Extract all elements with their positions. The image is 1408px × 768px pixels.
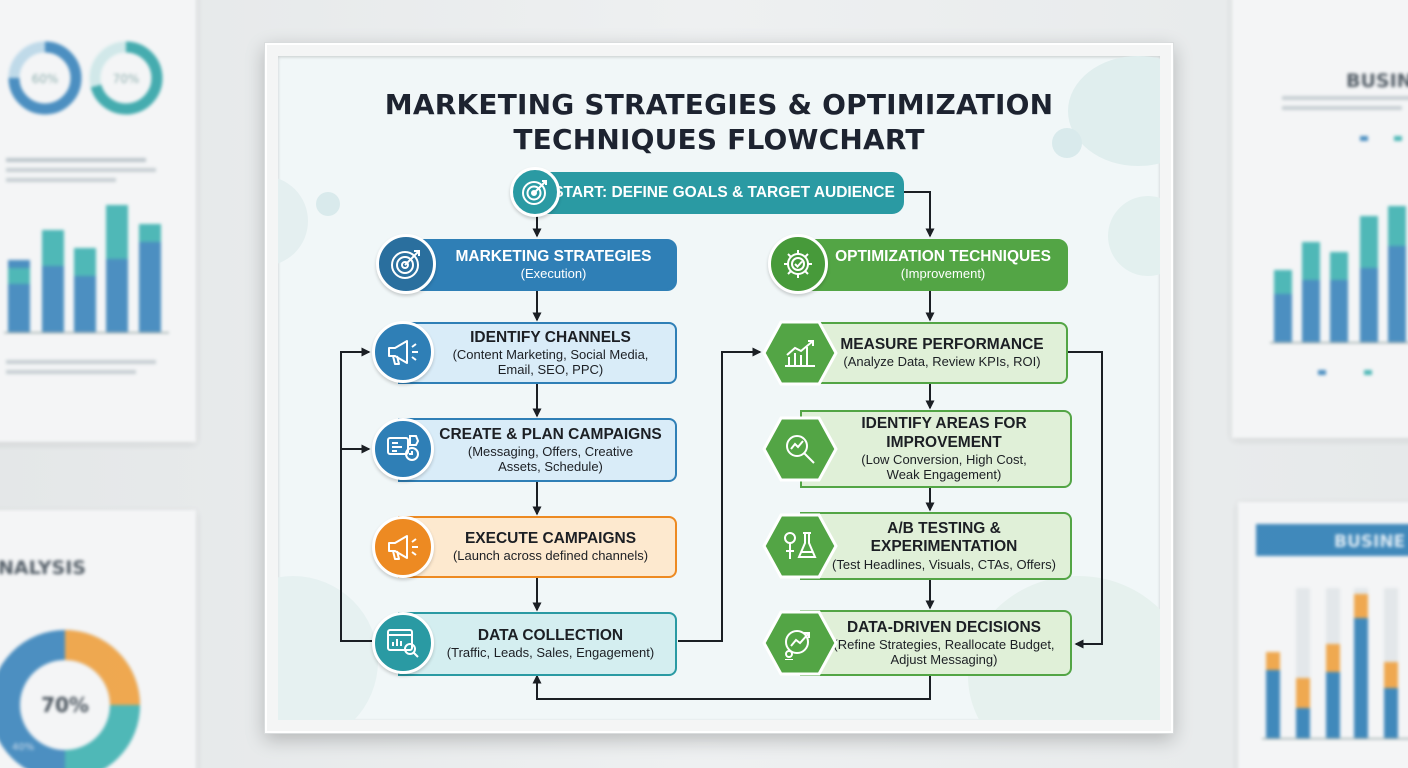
step-detail: (Low Conversion, High Cost,	[818, 452, 1070, 467]
step-detail: (Content Marketing, Social Media,	[426, 347, 675, 362]
step-identify-areas[interactable]: IDENTIFY AREAS FOR IMPROVEMENT (Low Conv…	[800, 410, 1072, 488]
start-label: START: DEFINE GOALS & TARGET AUDIENCE	[536, 184, 902, 202]
step-title: A/B TESTING &	[818, 520, 1070, 538]
step-detail: (Launch across defined channels)	[426, 548, 675, 563]
step-title: DATA-DRIVEN DECISIONS	[818, 619, 1070, 637]
megaphone-icon	[372, 516, 434, 578]
step-title: CREATE & PLAN CAMPAIGNS	[426, 426, 675, 444]
growth-chart-icon	[762, 320, 838, 386]
campaign-plan-icon	[372, 418, 434, 480]
lab-test-icon	[762, 513, 838, 579]
step-detail: (Traffic, Leads, Sales, Engagement)	[426, 645, 675, 660]
magnifier-chart-icon	[762, 416, 838, 482]
decision-icon	[762, 610, 838, 676]
step-execute-campaigns[interactable]: EXECUTE CAMPAIGNS (Launch across defined…	[398, 516, 677, 578]
optimization-techniques-header[interactable]: OPTIMIZATION TECHNIQUES (Improvement)	[796, 239, 1068, 291]
step-title: EXECUTE CAMPAIGNS	[426, 530, 675, 548]
analytics-search-icon	[372, 612, 434, 674]
step-title-line-2: IMPROVEMENT	[818, 434, 1070, 452]
target-icon	[376, 234, 436, 294]
header-subtitle: (Execution)	[432, 266, 675, 281]
step-title: IDENTIFY AREAS FOR	[818, 415, 1070, 433]
step-create-plan-campaigns[interactable]: CREATE & PLAN CAMPAIGNS (Messaging, Offe…	[398, 418, 677, 482]
header-title: OPTIMIZATION TECHNIQUES	[820, 248, 1066, 266]
poster-donut-small-label: 40%	[12, 742, 34, 753]
background-poster-left-top: 60% 70%	[0, 0, 196, 442]
marketing-strategies-header[interactable]: MARKETING STRATEGIES (Execution)	[404, 239, 677, 291]
step-detail: (Refine Strategies, Reallocate Budget,	[818, 637, 1070, 652]
poster-heading: BUSIN	[1346, 70, 1408, 92]
step-detail: (Analyze Data, Review KPIs, ROI)	[818, 354, 1066, 369]
step-title: MEASURE PERFORMANCE	[818, 336, 1066, 354]
flowchart-title-line-1: MARKETING STRATEGIES & OPTIMIZATION	[278, 88, 1160, 121]
step-detail: Assets, Schedule)	[426, 459, 675, 474]
step-title: DATA COLLECTION	[426, 627, 675, 645]
donut-label-2: 70%	[113, 72, 140, 86]
background-poster-right-top: BUSIN	[1232, 0, 1408, 438]
megaphone-icon	[372, 321, 434, 383]
step-measure-performance[interactable]: MEASURE PERFORMANCE (Analyze Data, Revie…	[800, 322, 1068, 384]
gear-icon	[768, 234, 828, 294]
target-icon	[510, 167, 560, 217]
step-title-line-2: EXPERIMENTATION	[818, 538, 1070, 556]
decorative-blob	[1108, 196, 1160, 276]
decorative-blob	[278, 576, 378, 720]
start-box[interactable]: START: DEFINE GOALS & TARGET AUDIENCE	[534, 172, 904, 214]
step-detail: (Test Headlines, Visuals, CTAs, Offers)	[818, 557, 1070, 572]
header-subtitle: (Improvement)	[820, 266, 1066, 281]
step-detail: (Messaging, Offers, Creative	[426, 444, 675, 459]
step-ab-testing[interactable]: A/B TESTING & EXPERIMENTATION (Test Head…	[800, 512, 1072, 580]
decorative-blob	[278, 176, 308, 266]
step-detail: Adjust Messaging)	[818, 652, 1070, 667]
poster-heading: BUSINE	[1334, 532, 1405, 552]
step-data-driven-decisions[interactable]: DATA-DRIVEN DECISIONS (Refine Strategies…	[800, 610, 1072, 676]
background-poster-left-bottom: NALYSIS 70% 40%	[0, 510, 196, 768]
donut-label-1: 60%	[32, 72, 59, 86]
poster-donut-label: 70%	[41, 693, 89, 717]
step-title: IDENTIFY CHANNELS	[426, 329, 675, 347]
decorative-blob	[316, 192, 340, 216]
step-detail: Weak Engagement)	[818, 467, 1070, 482]
poster-heading: NALYSIS	[0, 557, 86, 579]
header-title: MARKETING STRATEGIES	[432, 248, 675, 266]
background-poster-right-bottom: BUSINE	[1238, 502, 1408, 768]
step-identify-channels[interactable]: IDENTIFY CHANNELS (Content Marketing, So…	[398, 322, 677, 384]
flowchart-title-line-2: TECHNIQUES FLOWCHART	[278, 123, 1160, 156]
step-data-collection[interactable]: DATA COLLECTION (Traffic, Leads, Sales, …	[398, 612, 677, 676]
step-detail: Email, SEO, PPC)	[426, 362, 675, 377]
